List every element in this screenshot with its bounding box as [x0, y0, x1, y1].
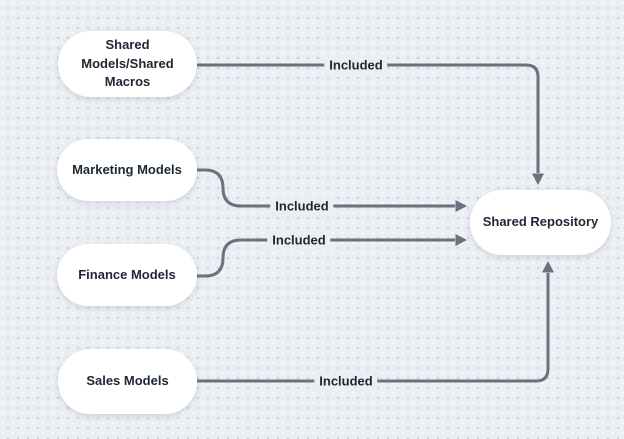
- node-label: Sales Models: [86, 373, 169, 389]
- edge-label-included: Included: [267, 231, 331, 249]
- node-label: Finance Models: [78, 266, 176, 282]
- node-sales-models: Sales Models: [58, 349, 197, 414]
- arrowhead-right-icon: [455, 234, 467, 246]
- node-label: Marketing Models: [72, 161, 182, 177]
- edge-marketing-to-repository-line: [197, 168, 455, 208]
- edge-finance-to-repository-line: [197, 238, 455, 278]
- node-label: Shared Models/Shared Macros: [81, 36, 174, 90]
- edge-label-included: Included: [314, 372, 378, 390]
- node-marketing-models: Marketing Models: [57, 139, 197, 201]
- edge-sales-to-repository-line: [197, 273, 550, 383]
- node-label: Shared Repository: [482, 214, 599, 230]
- node-shared-models-macros: Shared Models/Shared Macros: [58, 31, 197, 97]
- arrowhead-down-icon: [532, 173, 544, 185]
- arrowhead-up-icon: [542, 261, 554, 273]
- node-shared-repository: Shared Repository: [470, 190, 611, 255]
- edge-label-included: Included: [270, 197, 334, 215]
- node-finance-models: Finance Models: [57, 244, 197, 306]
- edge-shared-models-to-repository-line: [197, 63, 540, 173]
- edge-label-included: Included: [324, 56, 388, 74]
- arrowhead-right-icon: [455, 200, 467, 212]
